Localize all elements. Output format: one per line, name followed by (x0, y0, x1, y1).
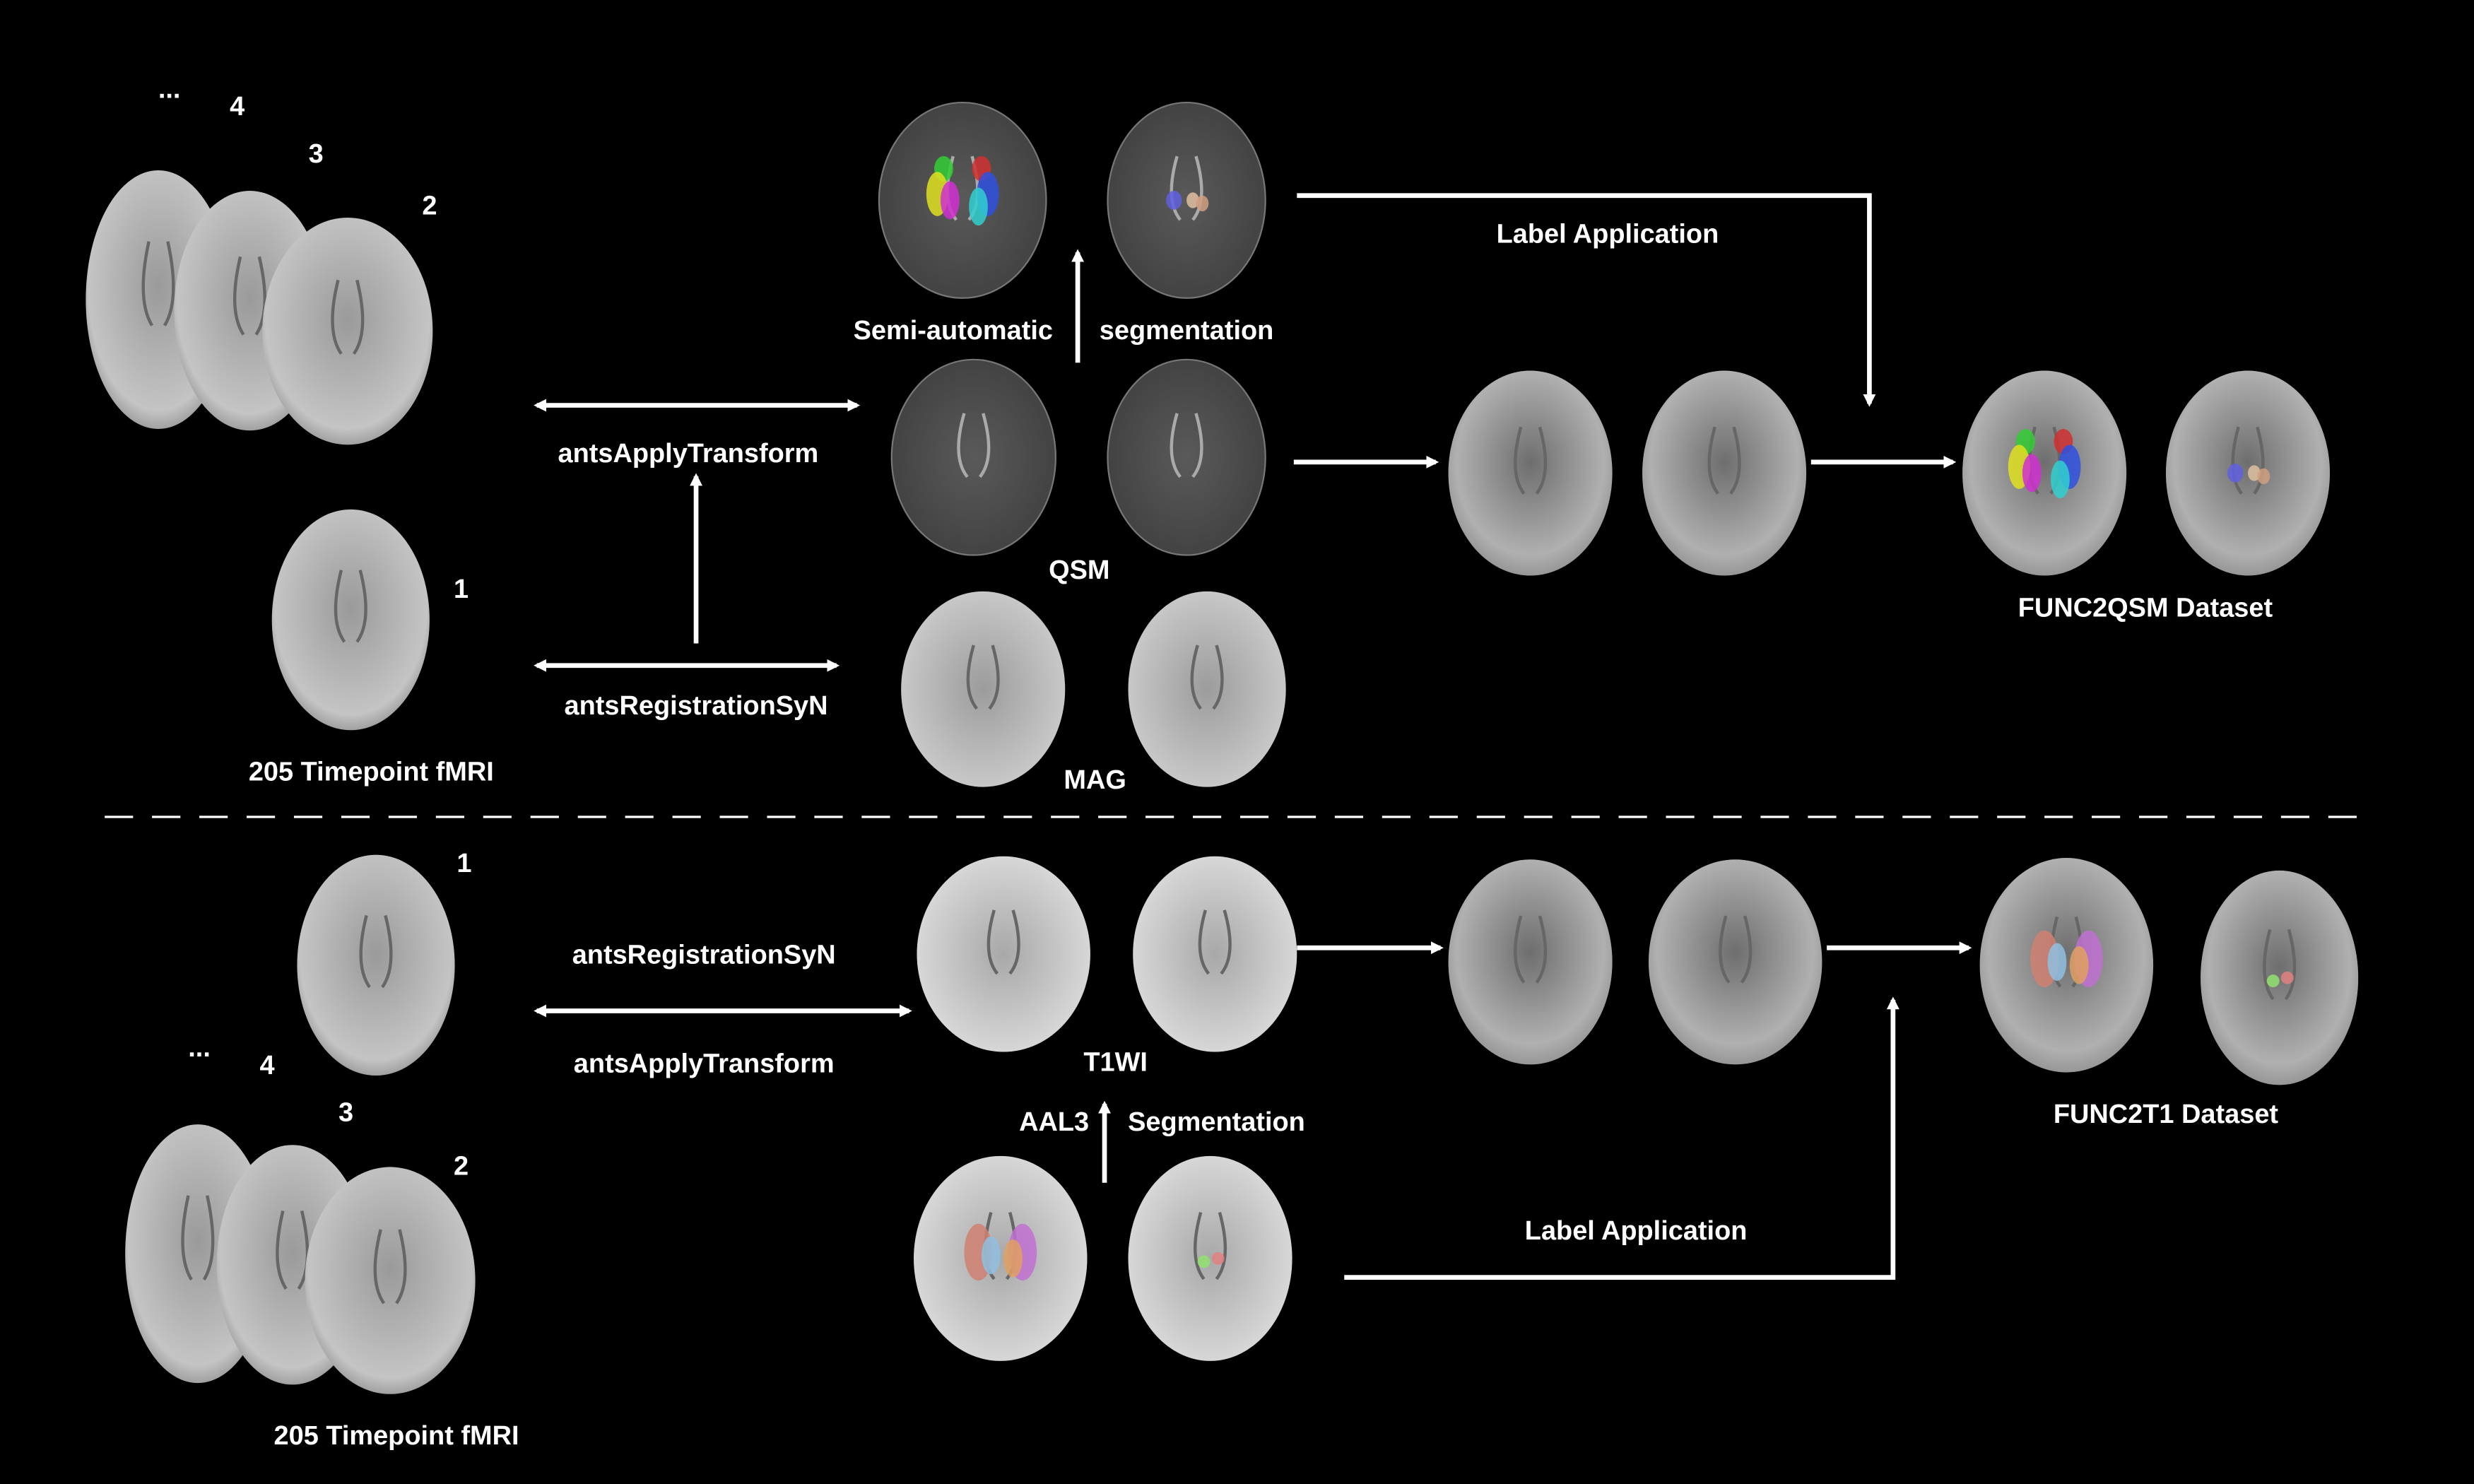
qsm-segmented-image (1107, 101, 1266, 299)
segmentation-label-region (1186, 192, 1199, 208)
mag-image (901, 591, 1066, 787)
segmentation-label-region (940, 181, 960, 220)
fmri-registered-image (1648, 859, 1822, 1065)
segmentation-label-left: Semi-automatic (854, 316, 1053, 346)
timepoint-number: 4 (230, 92, 245, 122)
segmentation-label-region (969, 187, 988, 226)
fmri-registered-image (1448, 859, 1613, 1065)
registration-label: antsRegistrationSyN (572, 941, 836, 970)
t1-image (1133, 856, 1297, 1052)
fmri-brain-image (305, 1167, 476, 1394)
label-application-text: Label Application (1525, 1216, 1748, 1246)
fmri-registered-image (1448, 370, 1613, 576)
segmentation-label-region (1166, 191, 1182, 210)
func2qsm-labeled-image (1962, 370, 2127, 576)
transform-label: antsApplyTransform (558, 439, 818, 469)
registration-label: antsRegistrationSyN (565, 691, 828, 721)
t1-caption: T1WI (1083, 1047, 1148, 1077)
fmri-caption: 205 Timepoint fMRI (249, 758, 494, 787)
segmentation-label-left: AAL3 (1019, 1107, 1089, 1137)
segmentation-label-region (2257, 468, 2270, 485)
qsm-caption: QSM (1049, 555, 1109, 585)
fmri-registered-image (1642, 370, 1807, 576)
bottom-pipeline: 1 ... 4 3 2 205 Timepoint fMRI antsRegis… (188, 849, 2278, 1451)
t1-image (917, 856, 1090, 1052)
segmentation-label-region (1196, 195, 1209, 212)
timepoint-number: 2 (454, 1152, 469, 1182)
dataset-caption: FUNC2QSM Dataset (2018, 594, 2273, 623)
segmentation-label-region (2266, 974, 2280, 988)
fmri-brain-image (262, 217, 433, 445)
segmentation-label-region (2051, 460, 2070, 499)
top-pipeline: ... 4 3 2 1 205 Timepoint fMRI antsApply… (158, 74, 2273, 794)
segmentation-label-region (1003, 1239, 1023, 1278)
transform-label: antsApplyTransform (574, 1049, 835, 1079)
mag-image (1128, 591, 1286, 787)
func2t1-labeled-image (1979, 858, 2154, 1073)
timepoint-number: ... (158, 74, 181, 104)
dataset-caption: FUNC2T1 Dataset (2054, 1100, 2279, 1129)
segmentation-label-right: Segmentation (1128, 1107, 1305, 1137)
label-application-arrow (1297, 193, 1876, 407)
fmri-brain-image (297, 854, 455, 1076)
label-application-text: Label Application (1497, 220, 1719, 249)
segmentation-label-region (2022, 454, 2042, 493)
segmentation-label-region (2280, 971, 2294, 984)
qsm-segmented-image (878, 101, 1047, 299)
fmri-brain-image (271, 509, 430, 731)
segmentation-label-region (2069, 946, 2089, 984)
timepoint-number: 1 (456, 849, 471, 878)
label-application-arrow (1344, 996, 1899, 1280)
qsm-image (1107, 358, 1266, 556)
func2qsm-labeled-image (2165, 370, 2331, 576)
fmri-caption: 205 Timepoint fMRI (274, 1421, 519, 1451)
qsm-image (890, 358, 1056, 556)
segmentation-label-region (2227, 464, 2244, 483)
func2t1-labeled-image (2201, 870, 2359, 1085)
timepoint-number: 2 (422, 192, 437, 221)
segmentation-label-right: segmentation (1100, 316, 1274, 346)
segmentation-label-region (2247, 465, 2261, 481)
mag-caption: MAG (1064, 765, 1126, 795)
segmentation-label-region (2047, 943, 2067, 982)
timepoint-number: 3 (309, 139, 324, 169)
segmentation-label-region (1211, 1252, 1225, 1265)
t1-segmented-image (914, 1155, 1088, 1361)
t1-segmented-image (1128, 1155, 1292, 1361)
segmentation-label-region (981, 1236, 1001, 1275)
segmentation-label-region (1197, 1255, 1211, 1268)
timepoint-number: 1 (454, 575, 469, 604)
timepoint-number: ... (188, 1033, 211, 1063)
timepoint-number: 4 (259, 1051, 274, 1080)
timepoint-number: 3 (338, 1098, 353, 1128)
